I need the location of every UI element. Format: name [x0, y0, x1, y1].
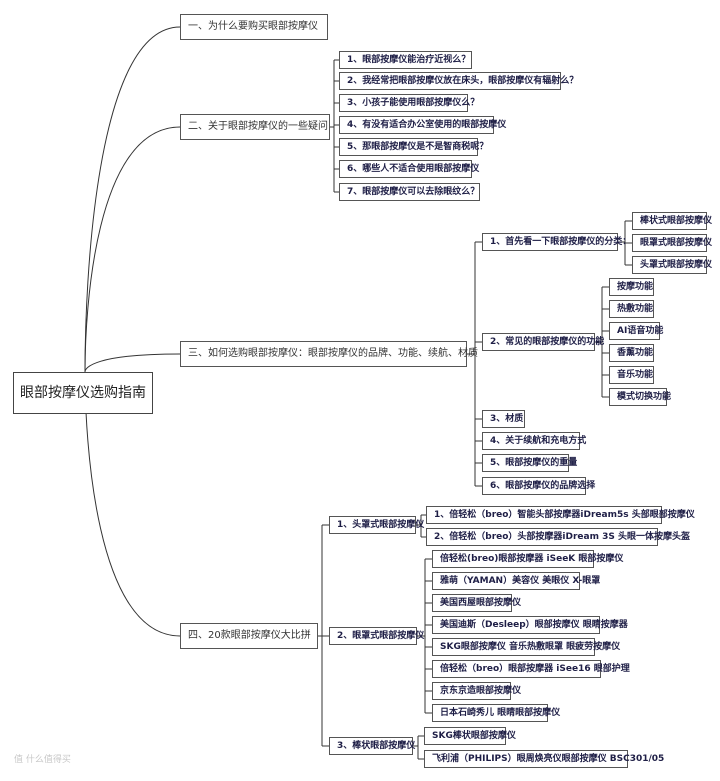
root-connector — [84, 353, 181, 373]
s2-item[interactable]: 2、我经常把眼部按摩仪放在床头，眼部按摩仪有辐射么？ — [339, 72, 578, 90]
s4-group-node[interactable]: 2、眼罩式眼部按摩仪 — [329, 627, 424, 645]
s4-product-item[interactable]: 1、倍轻松（breo）智能头部按摩器iDream5s 头部眼部按摩仪 — [426, 506, 695, 524]
s4-product-item[interactable]: 日本石崎秀儿 眼睛眼部按摩仪 — [432, 704, 560, 722]
s3-function-item[interactable]: 按摩功能 — [609, 278, 654, 296]
section-1-node[interactable]: 一、为什么要购买眼部按摩仪 — [180, 14, 328, 40]
s4-product-item[interactable]: 倍轻松(breo)眼部按摩器 iSeeK 眼部按摩仪 — [432, 550, 623, 568]
s4-group-node[interactable]: 1、头罩式眼部按摩仪 — [329, 516, 424, 534]
s3-item[interactable]: 3、材质 — [482, 410, 525, 428]
s4-product-item[interactable]: SKG眼部按摩仪 音乐热敷眼罩 眼疲劳按摩仪 — [432, 638, 620, 656]
s3-item[interactable]: 1、首先看一下眼部按摩仪的分类： — [482, 233, 631, 251]
watermark: 值 什么值得买 — [14, 755, 71, 765]
root-node[interactable]: 眼部按摩仪选购指南 — [13, 372, 153, 414]
s2-item[interactable]: 7、眼部按摩仪可以去除眼纹么？ — [339, 183, 480, 201]
s4-product-item[interactable]: 雅萌（YAMAN）美容仪 美眼仪 X-眼罩 — [432, 572, 600, 590]
s3-item[interactable]: 2、常见的眼部按摩仪的功能 — [482, 333, 604, 351]
s4-product-item[interactable]: 倍轻松（breo）眼部按摩器 iSee16 眼部护理 — [432, 660, 630, 678]
s3-function-item[interactable]: AI语音功能 — [609, 322, 663, 340]
s3-type-item[interactable]: 眼罩式眼部按摩仪 — [632, 234, 712, 252]
s3-item[interactable]: 4、关于续航和充电方式 — [482, 432, 586, 450]
s2-item[interactable]: 4、有没有适合办公室使用的眼部按摩仪 — [339, 116, 506, 134]
s4-group-node[interactable]: 3、棒状眼部按摩仪 — [329, 737, 415, 755]
section-2-node[interactable]: 二、关于眼部按摩仪的一些疑问 — [180, 114, 330, 140]
section-4-node[interactable]: 四、20款眼部按摩仪大比拼 — [180, 623, 318, 649]
s3-type-item[interactable]: 头罩式眼部按摩仪 — [632, 256, 712, 274]
s4-product-item[interactable]: 京东京造眼部按摩仪 — [432, 682, 521, 700]
s3-function-item[interactable]: 香薰功能 — [609, 344, 654, 362]
s4-product-item[interactable]: 美国西屋眼部按摩仪 — [432, 594, 521, 612]
s3-type-item[interactable]: 棒状式眼部按摩仪 — [632, 212, 712, 230]
section-3-node[interactable]: 三、如何选购眼部按摩仪：眼部按摩仪的品牌、功能、续航、材质 — [180, 341, 478, 367]
s3-item[interactable]: 5、眼部按摩仪的重量 — [482, 454, 577, 472]
root-connector — [84, 126, 181, 373]
s3-item[interactable]: 6、眼部按摩仪的品牌选择 — [482, 477, 595, 495]
s4-product-item[interactable]: 飞利浦（PHILIPS）眼周焕亮仪眼部按摩仪 BSC301/05 — [424, 750, 664, 768]
s2-item[interactable]: 3、小孩子能使用眼部按摩仪么？ — [339, 94, 479, 112]
s4-product-item[interactable]: SKG棒状眼部按摩仪 — [424, 727, 516, 745]
s2-item[interactable]: 5、那眼部按摩仪是不是智商税呢？ — [339, 138, 488, 156]
s3-function-item[interactable]: 热敷功能 — [609, 300, 654, 318]
s3-function-item[interactable]: 模式切换功能 — [609, 388, 671, 406]
s3-function-item[interactable]: 音乐功能 — [609, 366, 654, 384]
s2-item[interactable]: 6、哪些人不适合使用眼部按摩仪 — [339, 160, 479, 178]
root-connector — [84, 26, 181, 373]
s4-product-item[interactable]: 2、倍轻松（breo）头部按摩器iDream 3S 头眼一体按摩头盔 — [426, 528, 690, 546]
s2-item[interactable]: 1、眼部按摩仪能治疗近视么？ — [339, 51, 472, 69]
s4-product-item[interactable]: 美国迪斯（Desleep）眼部按摩仪 眼睛按摩器 — [432, 616, 628, 634]
